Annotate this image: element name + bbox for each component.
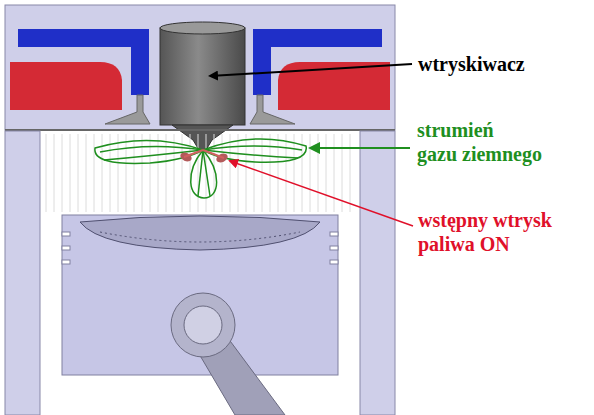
piston-bowl bbox=[80, 216, 320, 250]
gas-jet bbox=[95, 139, 306, 198]
pilot-spray bbox=[179, 150, 229, 164]
leader-arrow bbox=[230, 161, 413, 226]
piston bbox=[62, 215, 338, 375]
part-label: wstępny wtrysk paliwa ON bbox=[418, 208, 552, 256]
injector-tip bbox=[172, 125, 233, 150]
cylinder-wall bbox=[5, 131, 40, 415]
piston-ring bbox=[62, 232, 338, 264]
cylinder-wall bbox=[360, 131, 395, 415]
chamber-lines bbox=[46, 134, 350, 212]
leader-arrow bbox=[210, 64, 412, 76]
valve bbox=[105, 95, 150, 124]
leader-arrow bbox=[310, 147, 410, 149]
part-label: strumień gazu ziemnego bbox=[417, 118, 542, 166]
part-label: wtryskiwacz bbox=[418, 52, 525, 76]
red-port bbox=[10, 62, 122, 110]
valve bbox=[250, 95, 295, 124]
injector bbox=[160, 28, 245, 125]
piston-pin bbox=[171, 293, 235, 357]
